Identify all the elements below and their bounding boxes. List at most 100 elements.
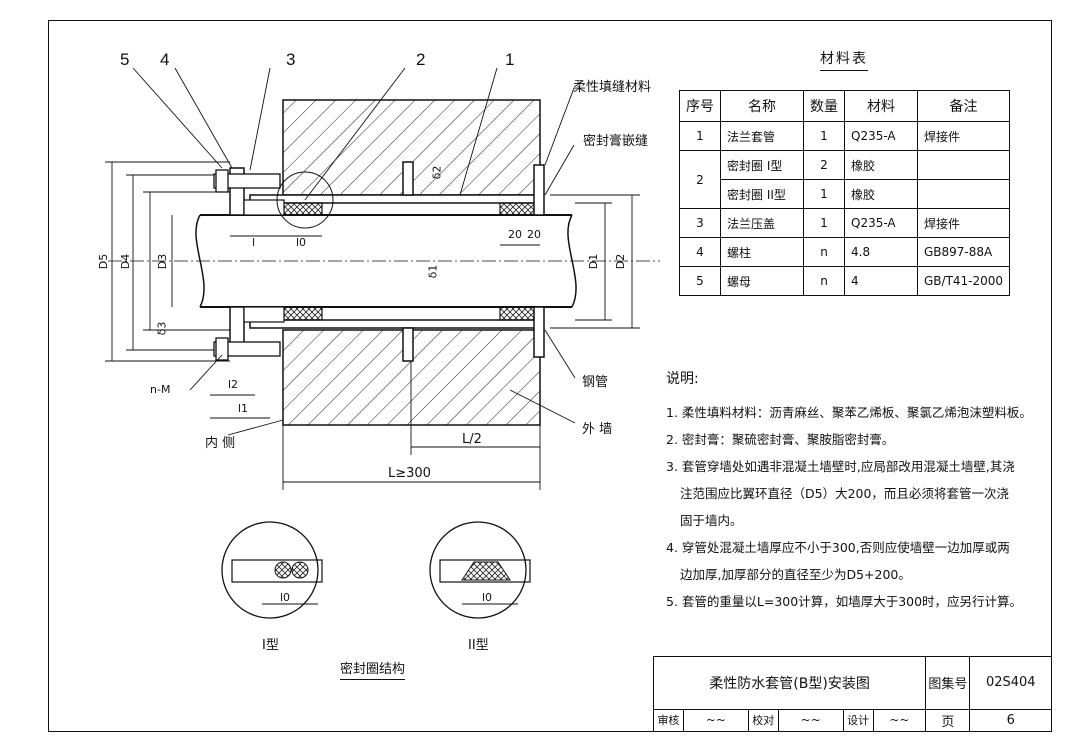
dim-20-left: 20 [508, 228, 522, 241]
note-line: 5. 套管的重量以L=300计算，如墙厚大于300时，应另行计算。 [666, 594, 1023, 609]
detail-type2-l0: l0 [482, 591, 493, 604]
signature-mark: ~~ [705, 712, 726, 727]
dim-l1: l1 [238, 402, 249, 415]
page-number: 6 [969, 708, 1052, 733]
cell-note [916, 150, 1011, 180]
detail-type2-label: II型 [468, 638, 489, 653]
dim-20-right: 20 [527, 228, 541, 241]
cell-name: 密封圈 II型 [720, 179, 804, 209]
cell-material: 4.8 [844, 237, 918, 267]
cell-material: Q235-A [844, 208, 918, 238]
col-header-note: 备注 [916, 90, 1011, 122]
cell-material: 橡胶 [844, 179, 918, 209]
cell-no: 5 [679, 266, 721, 296]
dim-delta1: δ1 [426, 264, 440, 279]
review-signature: ~~ [682, 708, 749, 733]
dim-l2: l2 [228, 378, 239, 391]
part-number-3: 3 [286, 50, 296, 69]
cell-note [916, 179, 1011, 209]
check-signature: ~~ [777, 708, 844, 733]
detail-type1-l0: l0 [280, 591, 291, 604]
seal-rings [283, 202, 541, 321]
outer-wall-label: 外 墙 [582, 422, 613, 437]
part-number-2: 2 [416, 50, 426, 69]
drawing-frame [48, 20, 1052, 732]
part-number-4: 4 [160, 50, 170, 69]
cell-note: GB/T41-2000 [916, 266, 1011, 296]
dim-D5: D5 [97, 253, 111, 270]
bolt-spec-label: n-M [150, 383, 171, 396]
signature-mark: ~~ [889, 712, 910, 727]
bolts [213, 169, 281, 361]
col-header-qty: 数量 [803, 90, 845, 122]
dim-D2: D2 [614, 253, 628, 270]
cell-qty: 1 [803, 121, 845, 151]
notes-heading: 说明: [666, 371, 699, 387]
dim-D1: D1 [587, 253, 601, 270]
detail-callout-circle [276, 171, 334, 229]
cell-name: 法兰压盖 [720, 208, 804, 238]
cell-no: 3 [679, 208, 721, 238]
note-line: 2. 密封膏：聚硫密封膏、聚胺脂密封膏。 [666, 432, 895, 447]
drawing-title: 柔性防水套管(B型)安装图 [652, 656, 927, 710]
dim-l0: l0 [296, 236, 307, 249]
dim-half-L: L/2 [462, 432, 482, 447]
design-signature: ~~ [872, 708, 927, 733]
cell-note: 焊接件 [916, 121, 1011, 151]
flexible-filler-label: 柔性填缝材料 [573, 80, 652, 95]
note-line: 4. 穿管处混凝土墙厚应不小于300,否则应使墙壁一边加厚或两 [666, 540, 1010, 555]
table-row: 1 法兰套管 1 Q235-A 焊接件 [679, 121, 1011, 151]
table-row: 3 法兰压盖 1 Q235-A 焊接件 [679, 208, 1011, 238]
notes-block: 说明: 1. 柔性填料材料：沥青麻丝、聚苯乙烯板、聚氯乙烯泡沫塑料板。 2. 密… [666, 366, 1032, 615]
cell-material: Q235-A [844, 121, 918, 151]
atlas-label: 图集号 [925, 656, 971, 710]
cell-no: 4 [679, 237, 721, 267]
col-header-name: 名称 [720, 90, 804, 122]
dim-l: l [252, 236, 256, 249]
signature-mark: ~~ [800, 712, 821, 727]
cell-name: 法兰套管 [720, 121, 804, 151]
cell-note: GB897-88A [916, 237, 1011, 267]
cell-qty: n [803, 266, 845, 296]
cell-qty: 1 [803, 179, 845, 209]
title-block: 柔性防水套管(B型)安装图 图集号 02S404 审核 ~~ 校对 ~~ 设计 … [652, 656, 1052, 733]
table-row: 2 密封圈 I型 2 橡胶 [679, 150, 1011, 209]
cell-material: 橡胶 [844, 150, 918, 180]
seal-ring-structure-caption: 密封圈结构 [340, 658, 406, 680]
detail-view-type2 [429, 521, 531, 619]
part-number-1: 1 [505, 50, 515, 69]
note-line: 注范围应比翼环直径（D5）大200，而且必须将套管一次浇 [680, 486, 1009, 501]
dim-D4: D4 [119, 253, 133, 270]
cell-no: 2 [679, 150, 721, 209]
materials-table: 序号 名称 数量 材料 备注 1 法兰套管 1 Q235-A 焊接件 2 密封圈… [679, 90, 1011, 296]
dim-delta3: δ3 [155, 321, 169, 336]
review-label: 审核 [653, 708, 684, 733]
cell-qty: n [803, 237, 845, 267]
cell-material: 4 [844, 266, 918, 296]
dim-L-min: L≥300 [388, 466, 431, 481]
cell-note: 焊接件 [916, 208, 1011, 238]
table-row: 密封圈 II型 1 橡胶 [680, 179, 1011, 209]
detail-view-type1 [221, 521, 323, 619]
design-label: 设计 [842, 708, 874, 733]
table-row: 4 螺柱 n 4.8 GB897-88A [679, 237, 1011, 267]
sealant-joint-label: 密封膏嵌缝 [583, 134, 649, 149]
cell-name: 密封圈 I型 [720, 150, 804, 180]
check-label: 校对 [747, 708, 779, 733]
steel-pipe [108, 214, 660, 308]
cell-name: 螺柱 [720, 237, 804, 267]
cell-qty: 1 [803, 208, 845, 238]
dim-D3: D3 [156, 253, 170, 270]
col-header-material: 材料 [844, 90, 918, 122]
cell-no: 1 [679, 121, 721, 151]
page-label: 页 [925, 708, 971, 733]
part-number-5: 5 [120, 50, 130, 69]
note-line: 1. 柔性填料材料：沥青麻丝、聚苯乙烯板、聚氯乙烯泡沫塑料板。 [666, 405, 1032, 420]
table-row: 5 螺母 n 4 GB/T41-2000 [679, 266, 1011, 296]
note-line: 固于墙内。 [680, 513, 743, 528]
dim-delta2: δ2 [430, 165, 444, 180]
cell-qty: 2 [803, 150, 845, 180]
col-header-no: 序号 [679, 90, 721, 122]
dimension-lines [105, 67, 640, 490]
